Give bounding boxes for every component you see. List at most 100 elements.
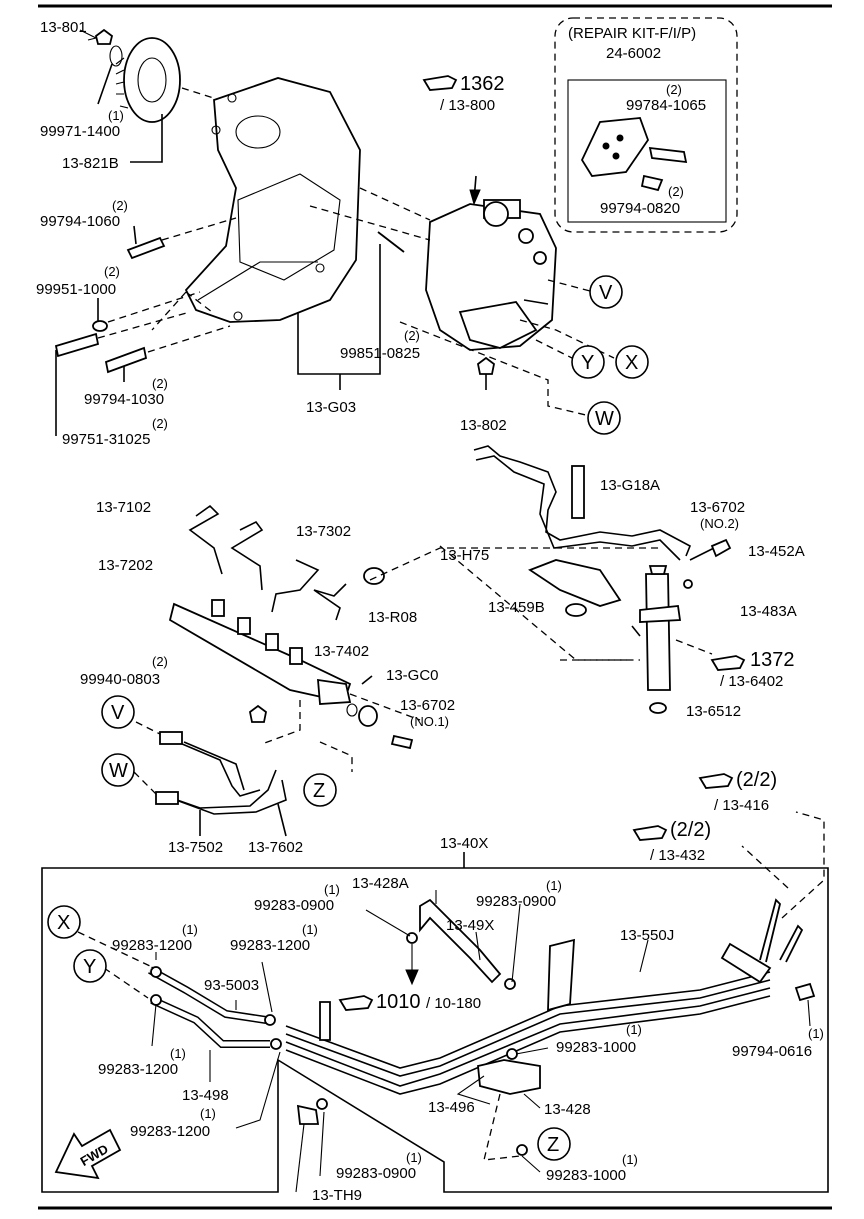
clamp-icon [270,1038,282,1050]
pipe-icon [175,779,287,815]
marker-bubbles: V Y X W V W Z X Y Z [47,275,649,1161]
bolt-icon [648,146,688,164]
injection-pipe-icon [230,520,264,591]
nut-icon [249,704,267,723]
bolt-hole [227,93,237,103]
leader [349,693,421,721]
marker-v-label: V [111,702,125,724]
leader [365,909,411,937]
part-label: 13-G18A [600,477,660,494]
leader [133,225,137,245]
part-label: 99951-1000 [36,281,116,298]
qty: (1) [622,1152,638,1167]
bolt-hole [233,311,243,321]
ref-sub: / 13-416 [714,797,769,814]
clamp-icon [504,978,516,990]
part-label: 99283-0900 [336,1165,416,1182]
qty: (1) [200,1106,216,1121]
leader [359,187,431,221]
bolt-icon [710,538,732,558]
marker-w [587,401,621,435]
pointing-hand-icon [632,825,668,841]
leader [133,771,157,795]
forward-arrow-icon [54,1128,122,1180]
bracket-icon [547,938,575,1012]
pump-cover-plate-icon [580,117,650,177]
part-label: 13-550J [620,927,674,944]
injection-pipe-icon [313,583,347,621]
marker-y [73,949,107,983]
part-sub: (NO.2) [700,516,739,531]
leader [319,741,353,772]
bracket-rib [237,173,341,281]
marker-v [101,695,135,729]
part-label: 13-7302 [296,523,351,540]
leader [439,545,640,661]
pump-bracket-group [184,77,361,323]
fuel-lines-group [148,898,816,1156]
leader [309,205,431,241]
marker-z [537,1127,571,1161]
washer-icon [92,320,108,332]
pump-fitting [518,228,534,244]
part-labels: 13-801 (1) 99971-1400 13-821B (2) 99794-… [36,19,824,1204]
leader [235,1051,281,1129]
hose-inner [148,967,267,1023]
repair-kit-part: 24-6002 [606,45,661,62]
qty: (1) [808,1026,824,1041]
part-label: 13-40X [440,835,488,852]
arrow-icon [469,189,481,206]
leader [675,639,713,655]
injection-pipe-icon [188,504,223,575]
ref-sub: / 13-800 [440,97,495,114]
part-label: 13-459B [488,599,545,616]
reference-hand-icons [338,75,746,1011]
part-label: 13-821B [62,155,119,172]
part-label: 99784-1065 [626,97,706,114]
rail-port [289,647,303,665]
qty: (1) [406,1150,422,1165]
hole-icon [602,142,610,150]
rail-end [317,678,352,705]
qty: (1) [108,108,124,123]
ref-number: 1372 [750,649,795,671]
marker-z [303,773,337,807]
part-label: 13-496 [428,1099,475,1116]
bracket-bolts [54,217,405,374]
qty: (2) [104,264,120,279]
marker-y-label: Y [581,352,594,374]
pointing-hand-icon [422,75,458,91]
part-label: 99751-31025 [62,431,150,448]
repair-kit-title: (REPAIR KIT-F/I/P) [568,25,696,42]
part-label: 99794-0820 [600,200,680,217]
part-label: 99940-0803 [80,671,160,688]
pipe-end-icon [759,898,781,963]
marker-x [615,345,649,379]
qty: (2) [666,82,682,97]
hose-icon [477,1059,541,1095]
fuel-pipe-icon [285,995,771,1095]
stud-icon [377,231,405,253]
repair-kit-outline [554,17,738,233]
part-label: 13-7602 [248,839,303,856]
leader [277,803,287,837]
pump-line [523,299,549,305]
pump-fitting [483,201,509,227]
clamp-icon [516,1144,528,1156]
injector-top [648,565,668,575]
fuel-rail-group [168,504,662,772]
part-label: 13-802 [460,417,507,434]
part-label: 99283-1200 [230,937,310,954]
bolt-hole [211,125,221,135]
qty: (1) [182,922,198,937]
clamp-icon [264,1014,276,1026]
qty: (2) [152,416,168,431]
part-label: 13-6702 [400,697,455,714]
leak-pipe-icon [473,445,692,557]
leader [689,547,715,561]
leader [369,547,662,581]
seal-icon [683,579,693,589]
leader [511,903,521,983]
screw-icon [640,174,664,192]
